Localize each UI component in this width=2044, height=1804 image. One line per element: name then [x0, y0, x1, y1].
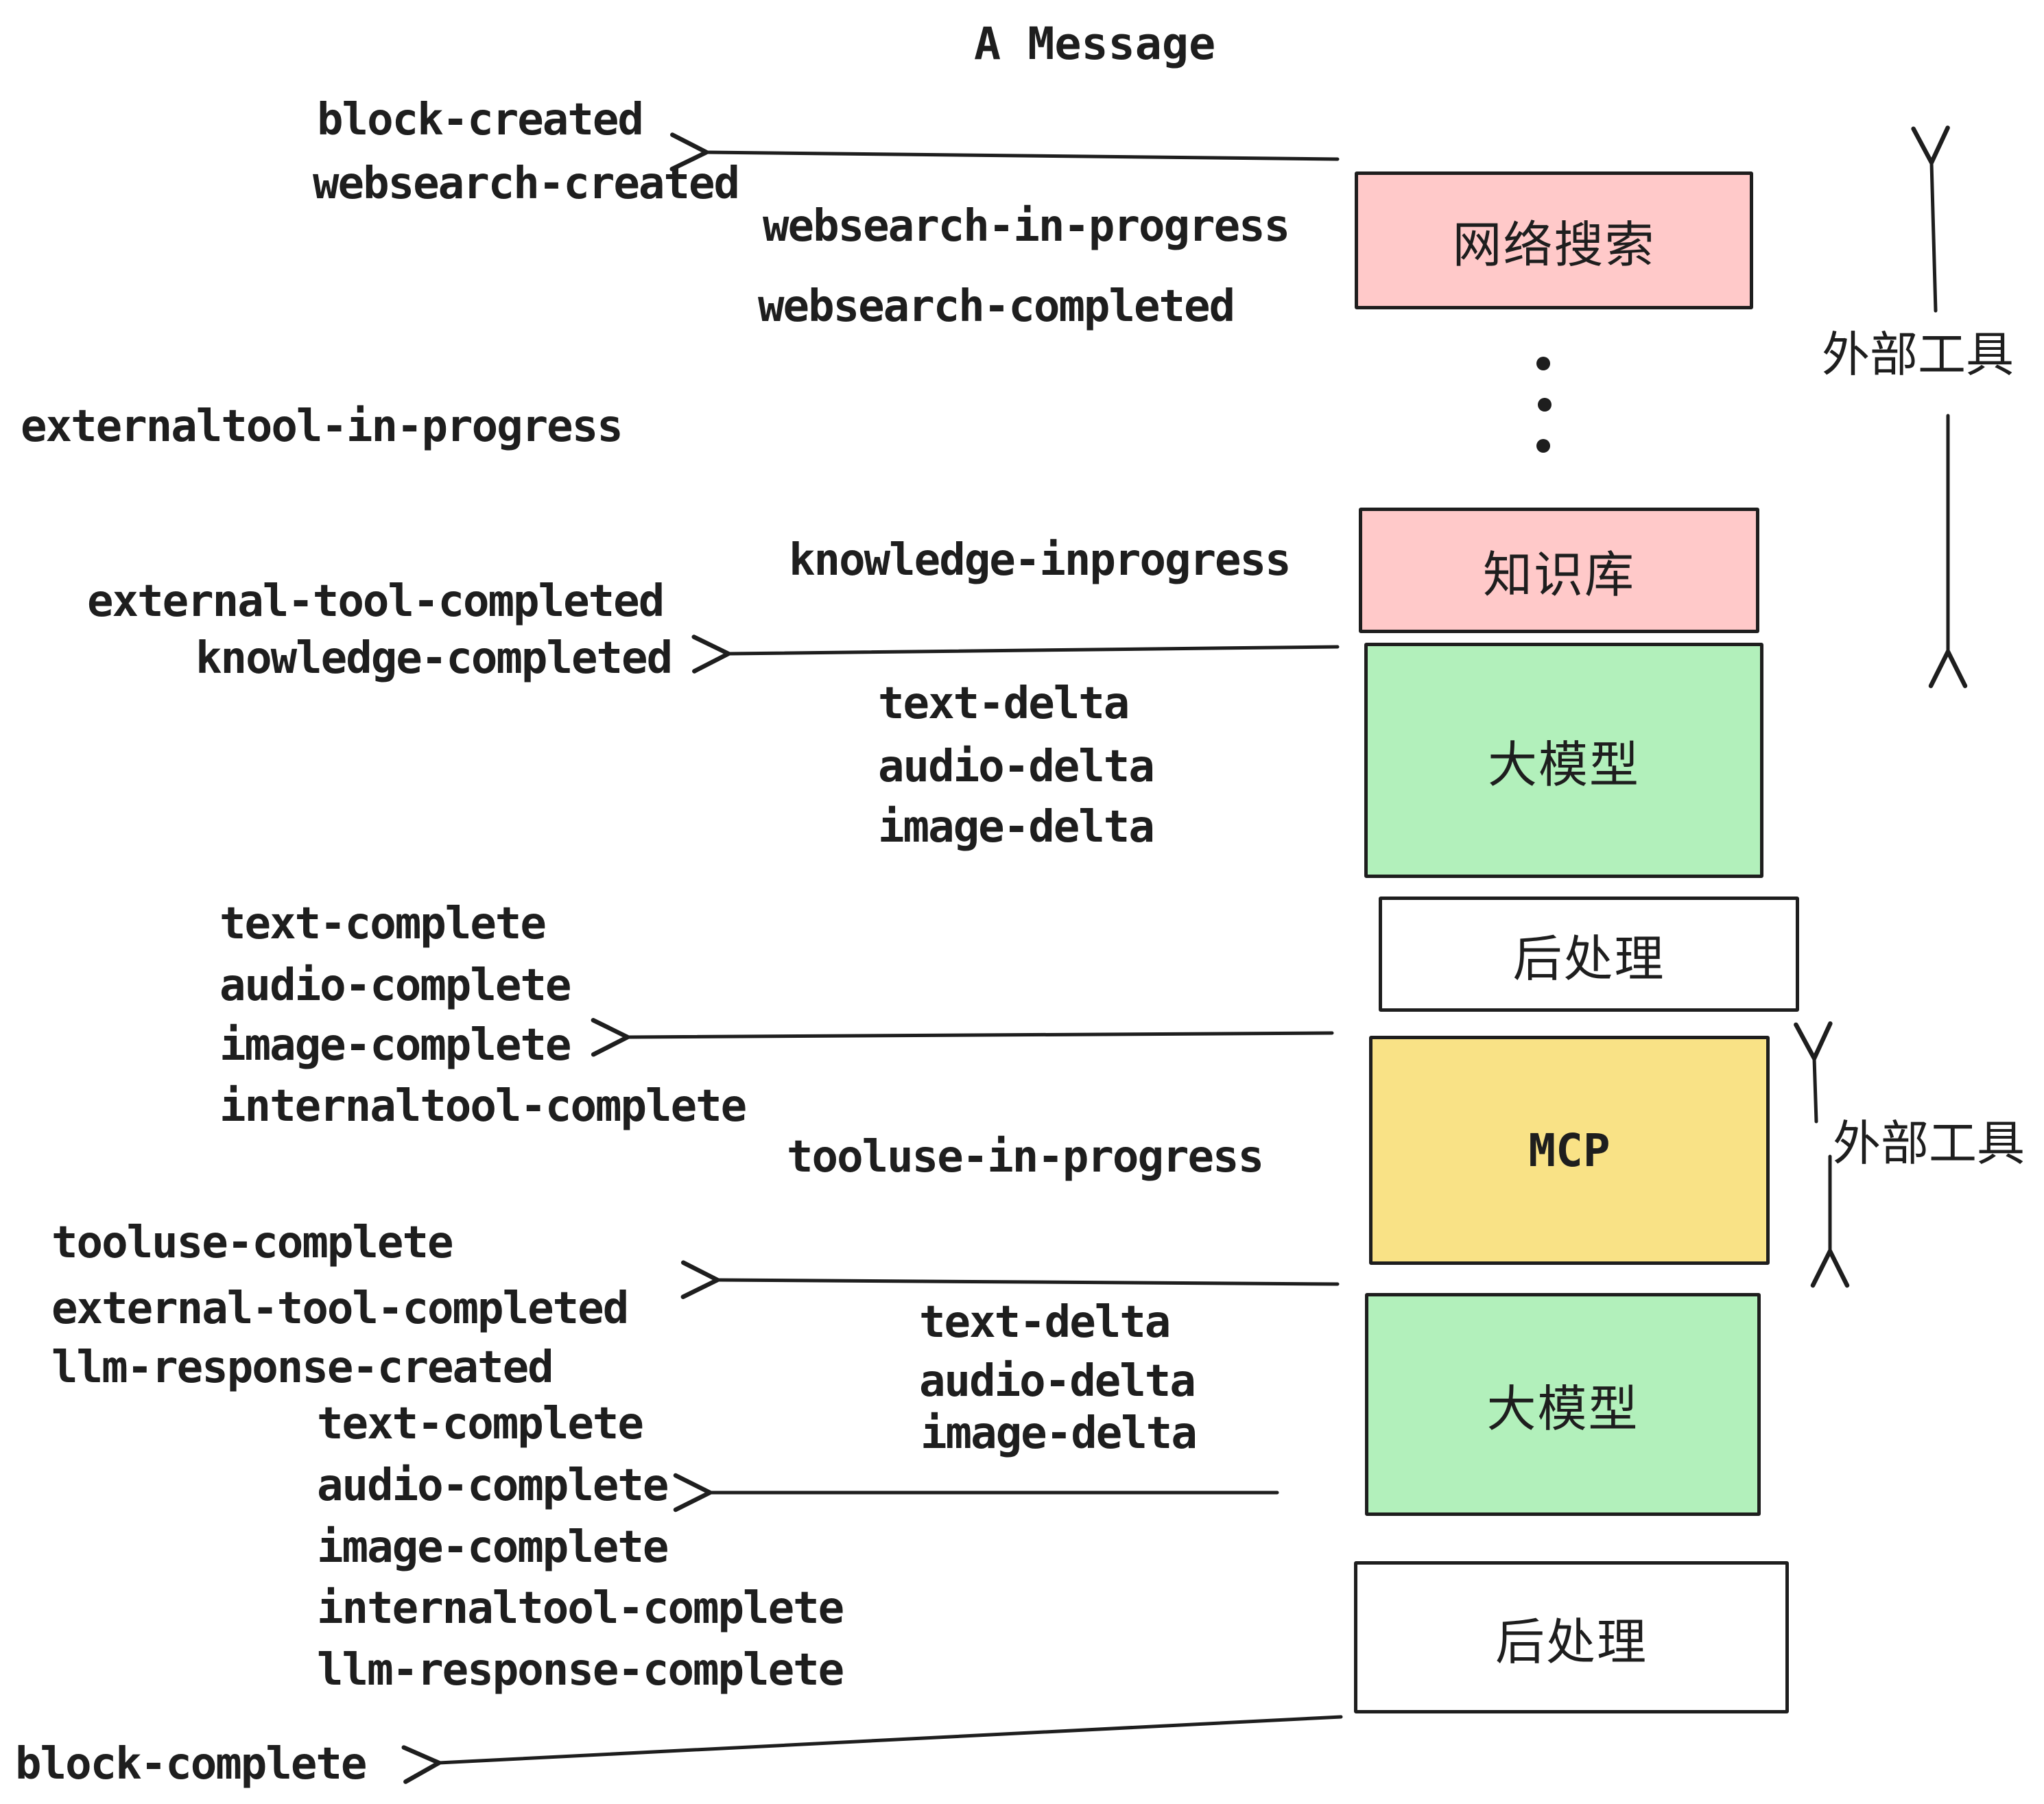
box-llm-2: 大模型 [1365, 1293, 1761, 1516]
event-block-created: block-created [317, 95, 644, 145]
event-image-delta-2: image-delta [920, 1408, 1198, 1459]
box-mcp-label: MCP [1528, 1124, 1611, 1177]
box-postprocess-1-label: 后处理 [1512, 931, 1665, 987]
event-websearch-in-progress: websearch-in-progress [763, 201, 1290, 252]
ellipsis-dot [1536, 357, 1550, 370]
diagram-title: A Message [974, 19, 1216, 70]
arrow-llm1-to-knowledge-completed [691, 634, 1340, 674]
ellipsis-dot [1538, 398, 1552, 412]
event-image-complete-1: image-complete [219, 1020, 571, 1071]
event-text-delta-2: text-delta [919, 1297, 1171, 1348]
event-tooluse-complete: tooluse-complete [51, 1218, 453, 1268]
box-postprocess-2: 后处理 [1354, 1561, 1789, 1713]
event-audio-complete-2: audio-complete [317, 1460, 669, 1511]
event-knowledge-inprogress: knowledge-inprogress [789, 535, 1292, 586]
event-audio-complete-1: audio-complete [219, 960, 571, 1011]
event-websearch-created: websearch-created [313, 158, 740, 209]
arrow-mcp-to-image-complete [591, 1018, 1334, 1057]
box-postprocess-1: 后处理 [1379, 897, 1799, 1012]
external-tools-2-arrow-up [1794, 1021, 1833, 1124]
external-tools-1-label: 外部工具 [1822, 328, 2014, 381]
event-internaltool-complete-1: internaltool-complete [219, 1081, 747, 1132]
event-external-tool-completed-1: external-tool-completed [87, 576, 665, 627]
box-llm-2-label: 大模型 [1486, 1382, 1639, 1437]
event-image-delta-1: image-delta [878, 802, 1155, 853]
box-llm-1-label: 大模型 [1487, 738, 1640, 793]
event-llm-response-complete: llm-response-complete [317, 1645, 844, 1696]
event-text-complete-2: text-complete [317, 1399, 644, 1449]
event-internaltool-complete-2: internaltool-complete [317, 1583, 844, 1634]
event-audio-delta-2: audio-delta [919, 1356, 1196, 1407]
box-llm-1: 大模型 [1364, 643, 1763, 878]
event-image-complete-2: image-complete [317, 1522, 669, 1573]
event-knowledge-completed: knowledge-completed [195, 633, 673, 684]
arrow-websearch-to-block-created [669, 132, 1340, 171]
external-tools-2-label: 外部工具 [1833, 1117, 2025, 1170]
event-audio-delta-1: audio-delta [878, 741, 1155, 792]
ellipsis-dot [1536, 439, 1550, 453]
box-knowledge: 知识库 [1359, 508, 1759, 633]
event-llm-response-created: llm-response-created [51, 1342, 554, 1393]
box-websearch: 网络搜索 [1355, 171, 1753, 309]
event-tooluse-in-progress: tooluse-in-progress [787, 1132, 1264, 1183]
box-websearch-label: 网络搜索 [1452, 218, 1656, 273]
external-tools-1-arrow-up [1911, 126, 1950, 313]
event-text-delta-1: text-delta [878, 678, 1130, 729]
box-mcp: MCP [1369, 1036, 1770, 1265]
event-websearch-completed: websearch-completed [758, 281, 1235, 332]
arrow-mcp-to-tooluse-complete [680, 1260, 1340, 1299]
event-block-complete: block-complete [15, 1739, 367, 1790]
box-postprocess-2-label: 后处理 [1495, 1615, 1648, 1670]
event-external-tool-completed-2: external-tool-completed [51, 1283, 629, 1334]
arrow-postprocess2-to-block-complete [401, 1715, 1343, 1784]
event-text-complete-1: text-complete [219, 899, 547, 949]
event-externaltool-in-progress: externaltool-in-progress [21, 401, 623, 452]
box-knowledge-label: 知识库 [1482, 548, 1635, 603]
